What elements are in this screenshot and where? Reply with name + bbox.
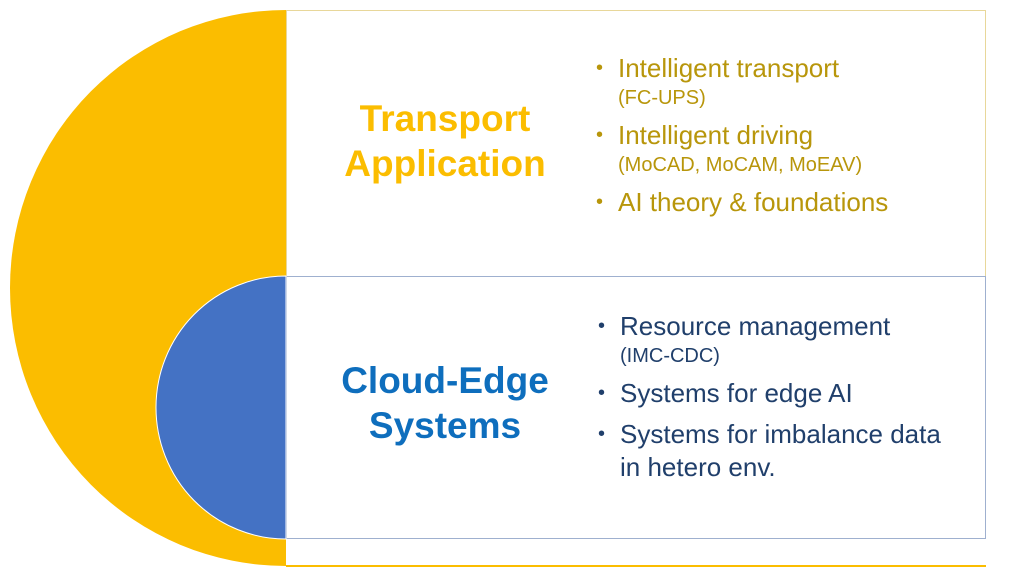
bullet-dot-icon: • [596,124,604,146]
bullet-dot-icon: • [598,423,606,445]
bullet-main-text: Systems for edge AI [620,378,853,408]
bullet-sub-text: (IMC-CDC) [620,345,720,367]
bullet-item: • Intelligent transport (FC-UPS) [592,52,888,111]
transport-bullet-list: • Intelligent transport (FC-UPS) • Intel… [592,52,888,227]
transport-panel [286,10,986,277]
bullet-item: • Systems for edge AI [594,377,941,410]
bullet-sub-text: (MoCAD, MoCAM, MoEAV) [618,154,863,176]
bullet-dot-icon: • [596,57,604,79]
bullet-main-text: Systems for imbalance data [620,419,941,449]
bullet-main-text: Resource management [620,311,891,341]
bullet-item: • Intelligent driving (MoCAD, MoCAM, MoE… [592,119,888,178]
bullet-main-text: Intelligent transport [618,53,840,83]
title-line-2: Application [344,143,546,185]
bullet-dot-icon: • [598,382,606,404]
title-line-2: Systems [368,405,522,447]
bullet-item: • Systems for imbalance data in hetero e… [594,418,941,484]
title-line-1: Transport [359,98,531,139]
cloud-edge-bullet-list: • Resource management (IMC-CDC) • System… [594,310,941,492]
bullet-main-text: AI theory & foundations [618,187,889,217]
bullet-main-text-continued: in hetero env. [620,452,776,482]
bullet-item: • AI theory & foundations [592,186,888,219]
inner-half-circle [155,275,287,540]
bullet-dot-icon: • [598,315,606,337]
bullet-sub-text: (FC-UPS) [618,87,706,109]
title-line-1: Cloud-Edge [341,360,549,401]
bullet-main-text: Intelligent driving [618,120,814,150]
cloud-edge-systems-title: Cloud-Edge Systems [310,358,580,448]
bullet-item: • Resource management (IMC-CDC) [594,310,941,369]
transport-application-title: Transport Application [310,96,580,186]
bullet-dot-icon: • [596,191,604,213]
